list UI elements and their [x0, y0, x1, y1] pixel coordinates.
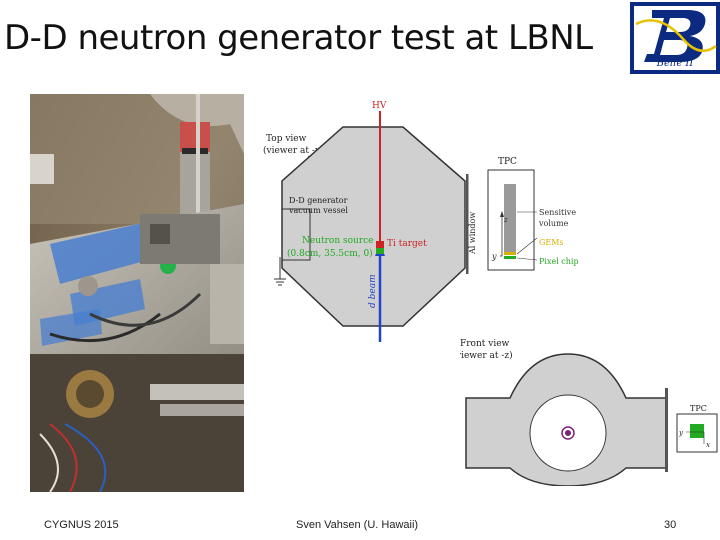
sensitive-label-line1: Sensitive — [539, 208, 576, 217]
neutron-source-label-line2: (0.8cm, 35.5cm, 0) — [287, 248, 373, 259]
neutron-source — [376, 248, 384, 254]
front-axis-y: y — [678, 429, 684, 437]
front-tpc-label: TPC — [690, 404, 707, 413]
front-axis-x: x — [706, 441, 710, 449]
sensitive-label-line2: volume — [538, 219, 569, 228]
pixel-chip — [504, 256, 516, 259]
front-view-caption-line1: Front view — [460, 339, 510, 349]
ti-target — [376, 241, 384, 248]
top-view-diagram: Top view (viewer at -x) D-D generator va… — [260, 94, 600, 348]
top-view-caption-line1: Top view — [266, 134, 307, 144]
front-view-caption-line2: viewer at -z) — [460, 350, 513, 361]
belle2-logo: Belle II — [630, 2, 720, 74]
beam-label: d beam — [368, 274, 378, 308]
vessel-label-line1: D-D generator — [289, 196, 348, 205]
front-view-diagram: Front view viewer at -z) TPC y x — [455, 336, 720, 490]
gems-label: GEMs — [539, 238, 564, 247]
front-pixel-chip — [690, 424, 704, 438]
al-window-front — [665, 388, 668, 472]
al-window — [466, 174, 469, 274]
ti-target-label: Ti target — [387, 239, 427, 249]
logo-text: Belle II — [656, 58, 695, 69]
page-number: 30 — [664, 519, 677, 531]
neutron-source-label-line1: Neutron source — [302, 236, 374, 246]
vacuum-vessel — [281, 126, 466, 327]
sensitive-volume — [504, 184, 516, 252]
top-view-caption-line2: (viewer at -x) — [263, 145, 323, 156]
gems — [504, 252, 516, 255]
tpc-label: TPC — [498, 157, 517, 167]
axis-z-label: z — [503, 216, 508, 224]
beam-spot — [565, 430, 571, 436]
al-window-label: Al window — [468, 212, 477, 255]
slide-title: D-D neutron generator test at LBNL — [4, 18, 593, 58]
axis-y-label: y — [491, 252, 497, 261]
lab-photo — [30, 94, 244, 493]
footer-author: Sven Vahsen (U. Hawaii) — [296, 519, 419, 531]
pixel-chip-label: Pixel chip — [539, 257, 579, 266]
footer-event: CYGNUS 2015 — [44, 519, 119, 531]
hv-label: HV — [372, 101, 387, 111]
vessel-label-line2: vacuum vessel — [288, 206, 348, 215]
